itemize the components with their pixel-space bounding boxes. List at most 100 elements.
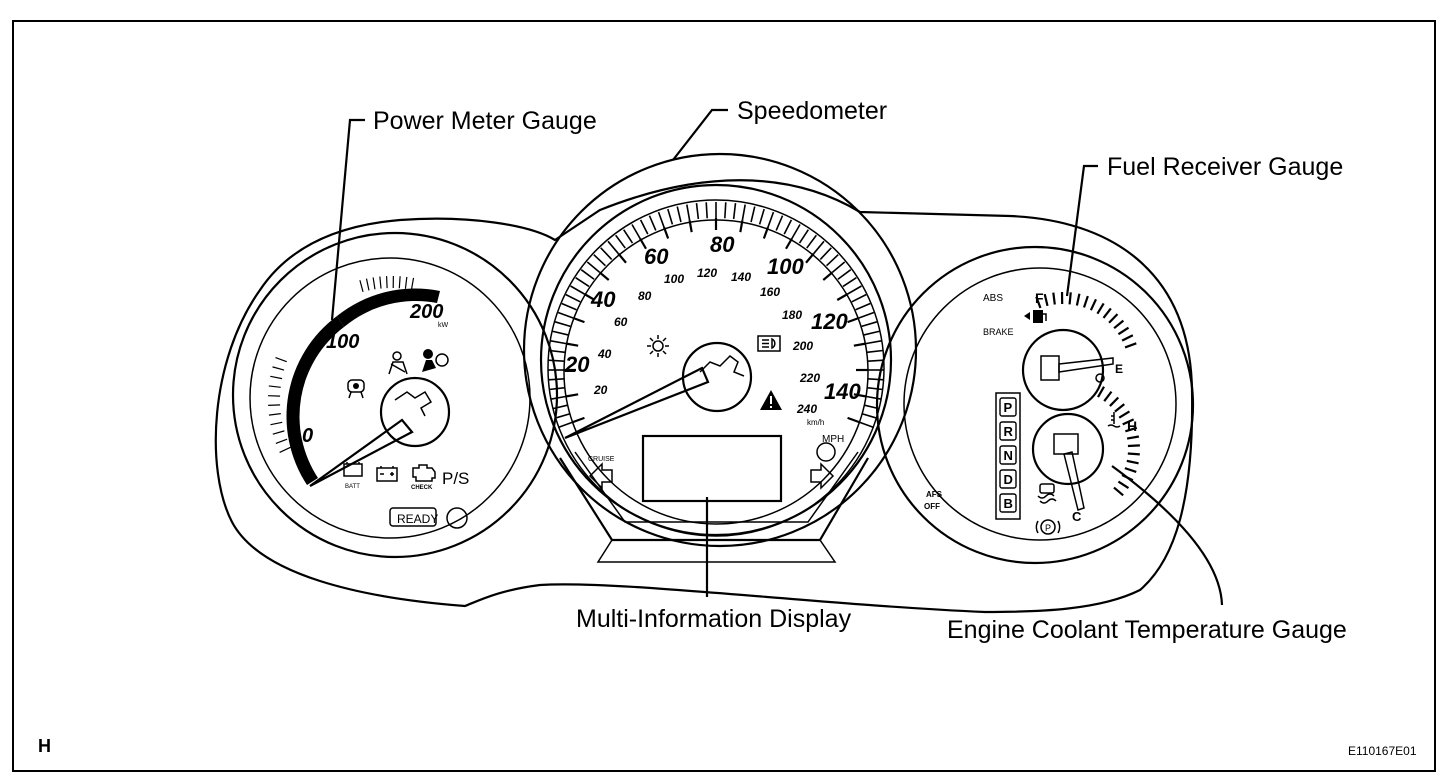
- speedometer-callout: Speedometer: [737, 97, 887, 125]
- power-tick: [279, 446, 291, 453]
- power-scale-0: 0: [302, 425, 313, 447]
- cluster-housing: [214, 179, 1194, 614]
- cruise-indicator: CRUISE: [588, 456, 615, 463]
- speedo-tick: [570, 285, 585, 295]
- fuel-tick: [1113, 319, 1125, 330]
- temp-tick: [1122, 418, 1135, 426]
- kmh-140: 140: [731, 270, 751, 284]
- power-scale-band: [286, 316, 344, 485]
- afs-off-line1: AFS: [926, 490, 943, 499]
- speedo-tick: [826, 254, 839, 267]
- speedo-major-tick: [836, 293, 849, 301]
- kmh-100: 100: [664, 272, 684, 286]
- power-tick: [365, 278, 370, 291]
- gear-box: [999, 445, 1017, 465]
- fuel-receiver-callout: Fuel Receiver Gauge: [1107, 153, 1343, 181]
- power-tick: [385, 276, 388, 289]
- power-tick: [272, 430, 285, 435]
- speedo-tick: [631, 224, 641, 239]
- speedo-major-tick: [688, 220, 693, 233]
- speedo-major-tick: [847, 416, 860, 424]
- fuel-full-label: F: [1035, 290, 1044, 306]
- speedo-bottom-bezel: [559, 457, 869, 542]
- speedo-tick: [695, 203, 700, 220]
- speedo-tick: [867, 378, 884, 381]
- speedo-tick: [831, 261, 846, 273]
- warning-triangle-icon: [760, 390, 782, 410]
- fuel-pump-icon: [1024, 310, 1047, 323]
- speedo-tick: [554, 321, 571, 328]
- speedo-major-tick: [847, 316, 860, 324]
- power-tick: [404, 276, 408, 289]
- kmh-220: 220: [799, 371, 820, 385]
- temp-tick: [1126, 435, 1140, 440]
- mph-140: 140: [824, 379, 861, 404]
- speedo-tick: [648, 215, 657, 231]
- mph-100: 100: [767, 254, 804, 279]
- power-tick: [379, 276, 382, 289]
- coolant-temp-icon: [1107, 412, 1121, 428]
- coolant-leader: [1111, 465, 1224, 606]
- speedo-tick: [615, 234, 626, 249]
- speedo-tick: [866, 386, 883, 391]
- ready-lamp: [446, 507, 468, 529]
- kmh-200: 200: [792, 339, 813, 353]
- fuel-needle-base: [1040, 355, 1060, 381]
- power-scale-200: 200: [409, 301, 443, 323]
- speedo-tick: [549, 386, 566, 391]
- power-meter-callout: Power Meter Gauge: [373, 107, 597, 135]
- temp-cold-label: C: [1072, 509, 1082, 524]
- power-tick: [410, 277, 415, 290]
- speedo-tick: [552, 404, 569, 410]
- mph-60: 60: [644, 244, 669, 269]
- speedo-major-tick: [662, 226, 670, 239]
- fuel-tick: [1082, 295, 1089, 308]
- speedometer: 20 40 60 80 100 120 140 20 40 60 80 100 …: [522, 152, 918, 563]
- speedo-tick: [593, 254, 606, 267]
- power-tick: [272, 366, 285, 371]
- speedo-tick: [813, 240, 825, 255]
- speedo-tick: [855, 302, 871, 311]
- kmh-160: 160: [760, 285, 780, 299]
- figure-code: E110167E01: [1348, 744, 1417, 758]
- speedo-tick: [686, 204, 691, 221]
- fuel-tick: [1068, 292, 1072, 305]
- temp-tick: [1109, 396, 1120, 407]
- speedo-tick: [557, 421, 574, 429]
- speedo-tick: [557, 311, 574, 319]
- parking-brake-icon: P: [1035, 519, 1061, 535]
- fuel-tick: [1089, 298, 1097, 311]
- speedo-tick: [767, 211, 775, 228]
- corner-letter: H: [38, 736, 51, 756]
- check-engine-icon: [412, 464, 436, 482]
- temp-tick: [1097, 386, 1105, 398]
- abs-indicator: ABS: [983, 293, 1003, 304]
- speedo-major-tick: [639, 237, 647, 250]
- speedo-tick: [865, 340, 882, 345]
- engine-coolant-temperature-gauge: H C: [1031, 386, 1140, 524]
- temp-hot-label: H: [1127, 418, 1137, 434]
- speedo-major-tick: [853, 393, 866, 398]
- gear-indicator-panel: [995, 392, 1021, 520]
- temp-tick: [1126, 459, 1139, 465]
- speedo-tick: [550, 395, 567, 400]
- speedo-tick: [847, 285, 862, 295]
- kmh-80: 80: [638, 289, 652, 303]
- gear-box: [999, 493, 1017, 513]
- speedo-major-tick: [805, 252, 815, 264]
- fuel-tick: [1117, 326, 1130, 336]
- fuel-tick: [1075, 293, 1081, 306]
- speedo-tick: [565, 293, 581, 303]
- speedo-tick: [623, 229, 634, 244]
- power-tick: [398, 276, 401, 289]
- power-tick: [275, 438, 288, 444]
- power-scale-top: [337, 288, 440, 327]
- power-unit: kW: [438, 322, 449, 329]
- power-tick: [270, 421, 283, 426]
- speedo-major-tick: [572, 416, 585, 424]
- power-tick: [359, 280, 364, 292]
- temp-tick: [1117, 480, 1130, 489]
- kmh-40: 40: [597, 347, 612, 361]
- speedo-tick: [548, 378, 565, 381]
- mph-20: 20: [564, 352, 590, 377]
